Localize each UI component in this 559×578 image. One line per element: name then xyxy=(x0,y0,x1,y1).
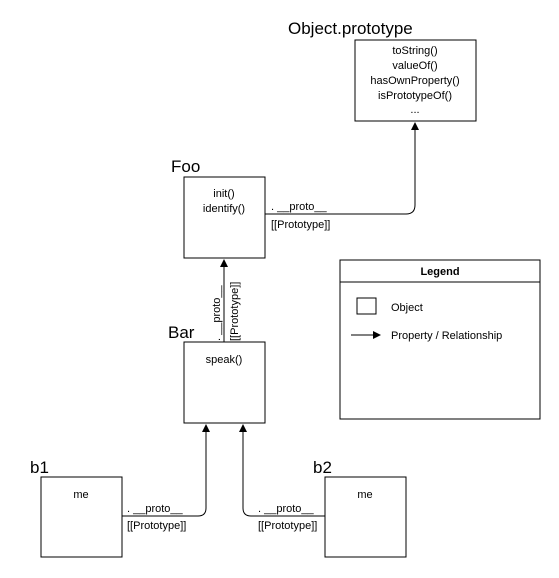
object-prototype-node: Object.prototype toString() valueOf() ha… xyxy=(288,19,477,122)
b2-box xyxy=(324,476,407,558)
method-identify: identify() xyxy=(203,203,245,215)
object-prototype-box xyxy=(354,39,477,122)
b1-prototype-label: [[Prototype]] xyxy=(127,520,186,532)
legend-box xyxy=(339,259,541,420)
foo-proto-label: . __proto__ xyxy=(271,201,328,213)
bar-title: Bar xyxy=(168,323,195,342)
b2-proto-label: . __proto__ xyxy=(258,503,315,515)
method-valueof: valueOf() xyxy=(392,60,437,72)
b2-prototype-label: [[Prototype]] xyxy=(258,520,317,532)
legend-object-label: Object xyxy=(391,302,423,314)
edge-bar-to-foo: . __proto__ [[Prototype]] xyxy=(211,259,241,342)
b1-title: b1 xyxy=(30,458,49,477)
bar-node: Bar speak() xyxy=(168,323,266,424)
legend-title: Legend xyxy=(420,266,459,278)
b1-proto-label: . __proto__ xyxy=(127,503,184,515)
foo-prototype-label: [[Prototype]] xyxy=(271,219,330,231)
foo-node: Foo init() identify() xyxy=(171,157,266,259)
b2-node: b2 me xyxy=(313,458,407,558)
b2-property-me: me xyxy=(357,489,372,501)
method-tostring: toString() xyxy=(392,45,437,57)
edge-foo-to-object-prototype: . __proto__ [[Prototype]] xyxy=(265,122,419,231)
foo-title: Foo xyxy=(171,157,200,176)
legend: Legend Object Property / Relationship xyxy=(339,259,541,420)
edge-b2-to-bar: . __proto__ [[Prototype]] xyxy=(239,424,325,532)
method-hasownproperty: hasOwnProperty() xyxy=(370,75,459,87)
method-isprototypeof: isPrototypeOf() xyxy=(378,90,452,102)
method-speak: speak() xyxy=(206,354,243,366)
object-prototype-title: Object.prototype xyxy=(288,19,413,38)
b1-proto-arrow xyxy=(122,424,210,517)
b1-property-me: me xyxy=(73,489,88,501)
b2-proto-arrow xyxy=(239,424,325,517)
legend-object-swatch xyxy=(356,297,377,315)
bar-proto-label: . __proto__ xyxy=(211,284,223,341)
method-ellipsis: ... xyxy=(410,104,419,116)
method-init: init() xyxy=(213,188,234,200)
edge-b1-to-bar: . __proto__ [[Prototype]] xyxy=(122,424,210,532)
b1-box xyxy=(40,476,123,558)
b2-title: b2 xyxy=(313,458,332,477)
legend-relationship-label: Property / Relationship xyxy=(391,330,502,342)
b1-node: b1 me xyxy=(30,458,123,558)
bar-prototype-label: [[Prototype]] xyxy=(229,282,241,341)
foo-box xyxy=(183,176,266,259)
bar-box xyxy=(183,341,266,424)
foo-proto-arrow xyxy=(265,122,419,215)
